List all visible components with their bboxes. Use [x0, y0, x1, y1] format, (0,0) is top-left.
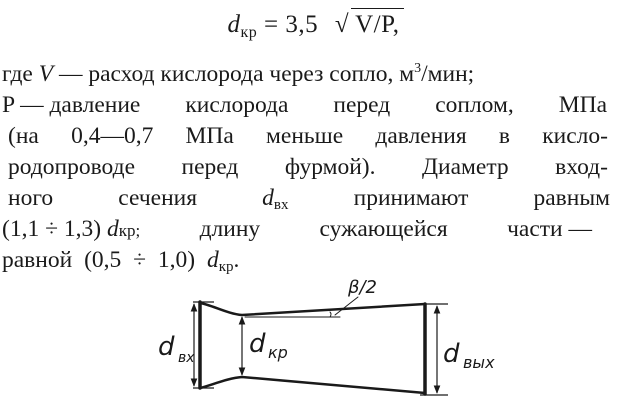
- range-term: (1,1 ÷ 1,3) dкр;: [2, 216, 140, 243]
- nozzle-outline: [198, 296, 427, 396]
- period: .: [233, 247, 240, 273]
- word: соплом,: [435, 92, 514, 118]
- text-line-3: (на 0,4—0,7 МПа меньше давления в кисло-: [8, 123, 608, 150]
- word: кисло-: [542, 123, 608, 149]
- subscript: кр;: [118, 221, 141, 240]
- text-line-7: равной (0,5 ÷ 1,0) dкр.: [2, 247, 631, 276]
- text-line-4: родопроводе перед фурмой). Диаметр вход-: [8, 154, 608, 181]
- word: длину: [199, 216, 261, 242]
- var-v: V: [38, 61, 54, 87]
- word: вход-: [555, 154, 608, 180]
- text: — расход кислорода через сопло, м: [58, 61, 415, 87]
- word: родопроводе: [8, 154, 136, 180]
- word: равной: [2, 247, 73, 273]
- var-d: d: [262, 185, 274, 211]
- word: (на: [8, 123, 39, 149]
- word: ного: [8, 185, 54, 211]
- word: меньше: [266, 123, 344, 149]
- word: сужающейся: [319, 216, 448, 242]
- text-line-5: ного сечения dвх принимают равным: [8, 185, 610, 214]
- text-line-6: (1,1 ÷ 1,3) dкр; длину сужающейся части …: [2, 216, 592, 243]
- word: МПа: [558, 92, 607, 118]
- word: Диаметр: [422, 154, 509, 180]
- label-d-critical-sub: кр: [268, 343, 288, 362]
- word: части —: [507, 216, 592, 242]
- label-half-angle: β/2: [347, 277, 377, 298]
- var-d: d: [207, 247, 219, 273]
- label-d-critical: d: [249, 329, 266, 359]
- label-d-outlet-sub: вых: [463, 353, 495, 372]
- var-d: d: [106, 216, 119, 242]
- critical-diameter-formula: dкр = 3,5 √V/P,: [0, 8, 631, 42]
- radical-icon: √: [334, 11, 350, 38]
- d-inlet-term: dвх: [262, 185, 288, 214]
- dimension-lines: [190, 301, 448, 396]
- label-d-inlet: d: [158, 332, 175, 362]
- label-d-inlet-sub: вх: [178, 350, 195, 366]
- word: МПа: [185, 123, 234, 149]
- word: перед: [181, 154, 239, 180]
- formula-radicand: V/P,: [351, 8, 404, 39]
- word: где: [2, 61, 33, 87]
- word: кислорода: [185, 92, 289, 118]
- word: 0,4—0,7: [71, 123, 154, 149]
- formula-coefficient: 3,5: [285, 11, 319, 38]
- superscript: 3: [414, 61, 422, 76]
- label-d-outlet: d: [443, 339, 460, 369]
- word: давления: [375, 123, 467, 149]
- sqrt-sign: √V/P,: [335, 8, 404, 39]
- text-line-1: где V — расход кислорода через сопло, м3…: [2, 61, 631, 88]
- word: P — давление: [2, 92, 141, 118]
- formula-lhs-var: d: [227, 11, 241, 38]
- text: /мин;: [421, 61, 475, 87]
- subscript: кр: [218, 259, 234, 275]
- word: сечения: [118, 185, 198, 211]
- word: принимают: [353, 185, 469, 211]
- text-line-2: P — давление кислорода перед соплом, МПа: [2, 92, 607, 119]
- subscript: вх: [273, 197, 289, 213]
- formula-lhs-sub: кр: [240, 24, 258, 41]
- range: (1,1 ÷ 1,3): [2, 216, 102, 242]
- word: в: [498, 123, 511, 149]
- word: перед: [333, 92, 391, 118]
- range: (0,5 ÷ 1,0): [84, 247, 196, 273]
- word: равным: [533, 185, 610, 211]
- formula-equals: =: [264, 11, 279, 38]
- word: фурмой).: [284, 154, 376, 180]
